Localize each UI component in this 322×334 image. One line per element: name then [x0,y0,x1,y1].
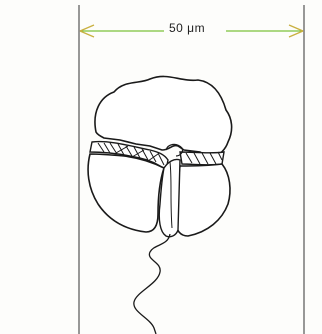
hypocone-right-lobe [176,164,230,236]
scale-label: 50 μm [166,21,208,35]
longitudinal-flagellum [134,234,170,334]
hypocone-left-lobe [88,154,164,232]
